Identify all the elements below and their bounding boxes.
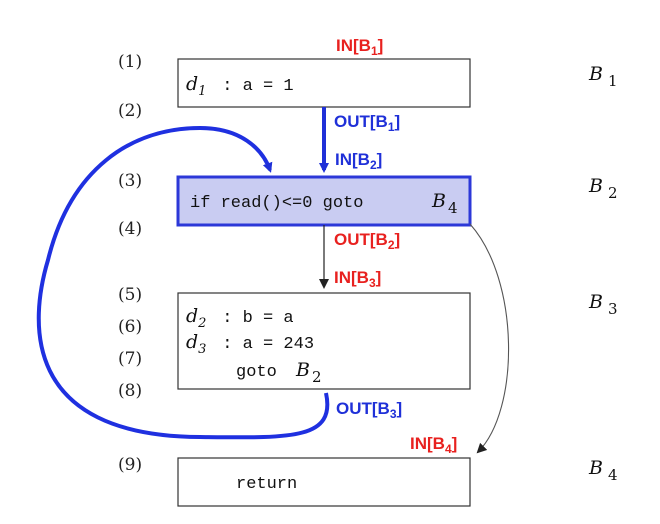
b4-return: return bbox=[236, 475, 297, 494]
label-in-b3: IN[B3] bbox=[334, 268, 381, 290]
b3-goto-text: goto bbox=[236, 363, 287, 382]
line-number-7: (7) bbox=[118, 349, 142, 369]
line-numbers: (1) (2) (3) (4) (5) (6) (7) (8) (9) bbox=[118, 52, 142, 475]
block-b2-box bbox=[176, 175, 472, 227]
line-number-6: (6) bbox=[118, 317, 142, 337]
b3-def2-var: d2 bbox=[186, 305, 206, 331]
line-number-4: (4) bbox=[118, 219, 142, 239]
label-out-b1: OUT[B1] bbox=[334, 112, 400, 134]
line-number-1: (1) bbox=[118, 52, 142, 72]
flow-labels: IN[B1] OUT[B1] IN[B2] OUT[B2] IN[B3] OUT… bbox=[334, 36, 457, 456]
block-b1-box bbox=[177, 58, 471, 108]
label-out-b3: OUT[B3] bbox=[336, 399, 402, 421]
line-number-8: (8) bbox=[118, 381, 142, 401]
b3-def3-var: d3 bbox=[186, 331, 206, 357]
label-in-b4: IN[B4] bbox=[410, 434, 457, 456]
b2-condition: if read()<=0 goto bbox=[190, 194, 374, 213]
block-b4-box bbox=[177, 457, 471, 507]
block-b3-box bbox=[177, 292, 471, 390]
b3-def3-statement: : a = 243 bbox=[212, 335, 314, 354]
line-number-5: (5) bbox=[118, 285, 142, 305]
edge-b2-b4 bbox=[469, 223, 510, 454]
line-number-3: (3) bbox=[118, 171, 142, 191]
line-number-2: (2) bbox=[118, 101, 142, 121]
b1-def-statement: : a = 1 bbox=[212, 77, 294, 96]
label-in-b2: IN[B2] bbox=[335, 150, 382, 172]
b1-def-var: d1 bbox=[186, 73, 206, 99]
line-number-9: (9) bbox=[118, 455, 142, 475]
label-out-b2: OUT[B2] bbox=[334, 230, 400, 252]
label-in-b1: IN[B1] bbox=[336, 36, 383, 58]
edge-b3-b2-loop bbox=[36, 125, 330, 440]
b3-def2-statement: : b = a bbox=[212, 309, 294, 328]
